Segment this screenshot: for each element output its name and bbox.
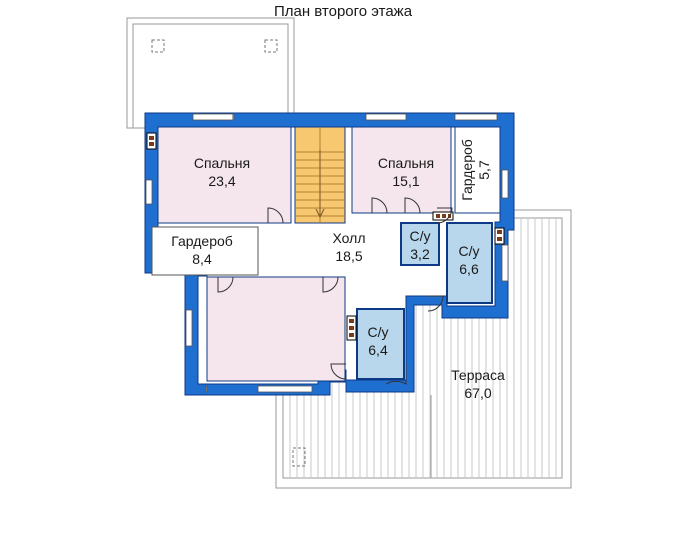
hall-area: 18,5: [335, 248, 362, 264]
bath-2-area: 6,6: [459, 261, 479, 277]
bedroom-1-area: 23,4: [208, 173, 235, 189]
bath-2-name: С/у: [459, 243, 480, 259]
wardrobe-1-area: 5,7: [476, 160, 492, 180]
room-bath-1: [400, 222, 440, 266]
room-bedroom-2: [351, 126, 452, 214]
room-bath-3: [356, 308, 405, 380]
vent-blocks: [146, 132, 505, 341]
bedroom-2-area: 15,1: [392, 173, 419, 189]
bedroom-1-name: Спальня: [194, 155, 250, 171]
bath-1-area: 3,2: [410, 246, 430, 262]
wardrobe-2-name: Гардероб: [171, 233, 233, 249]
room-bedroom-3: [206, 276, 346, 382]
windows: [145, 113, 509, 393]
stairs: [294, 126, 346, 224]
roof-marker-right: [264, 39, 278, 53]
bedroom-2-name: Спальня: [378, 155, 434, 171]
roof-marker-left: [151, 39, 165, 53]
room-wardrobe-2: [151, 226, 259, 276]
terrace-area-label: 67,0: [464, 385, 491, 401]
bath-1-name: С/у: [410, 228, 431, 244]
room-wardrobe-1: [454, 126, 501, 214]
room-bedroom-1: [157, 126, 292, 224]
wardrobe-1-name: Гардероб: [459, 139, 475, 201]
plan-title: План второго этажа: [274, 3, 413, 20]
terrace-name: Терраса: [451, 367, 505, 383]
roof-projection: [126, 17, 295, 129]
bath-3-name: С/у: [368, 324, 389, 340]
room-bath-2: [446, 222, 493, 304]
hall-name: Холл: [333, 230, 366, 246]
bath-3-area: 6,4: [368, 342, 388, 358]
doors: [217, 197, 453, 385]
wardrobe-2-area: 8,4: [192, 251, 212, 267]
